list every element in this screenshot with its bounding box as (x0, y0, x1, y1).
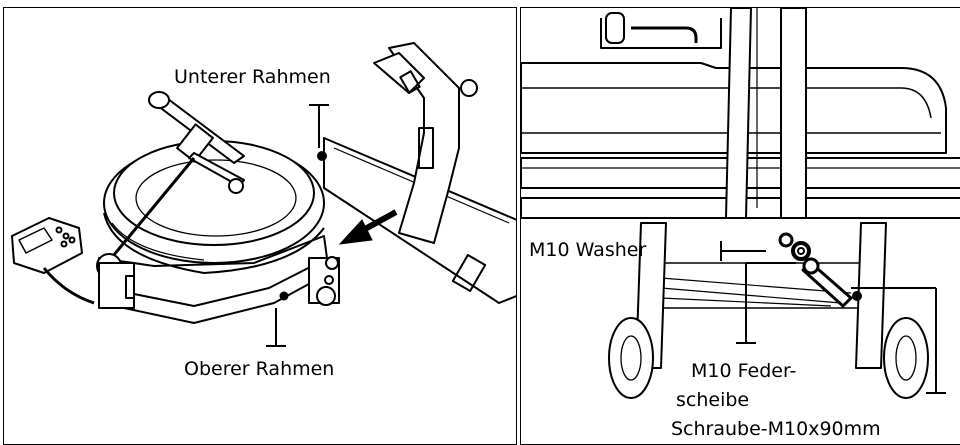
lower-frame-label: Oberer Rahmen (184, 358, 335, 380)
left-assembly-panel: Unterer Rahmen Oberer Rahmen (3, 7, 517, 445)
spring-washer-label-line2: scheibe (676, 389, 750, 411)
rower-frame-illustration (11, 42, 516, 347)
right-detail-panel: M10 Washer M10 Feder- scheibe Schraube-M… (520, 7, 960, 445)
spring-washer-label-line1: M10 Feder- (691, 360, 797, 382)
upper-frame-label: Unterer Rahmen (174, 66, 331, 88)
bolt-detail-illustration (521, 8, 960, 399)
bolt-label: Schraube-M10x90mm (671, 418, 881, 440)
washer-label: M10 Washer (529, 239, 647, 261)
